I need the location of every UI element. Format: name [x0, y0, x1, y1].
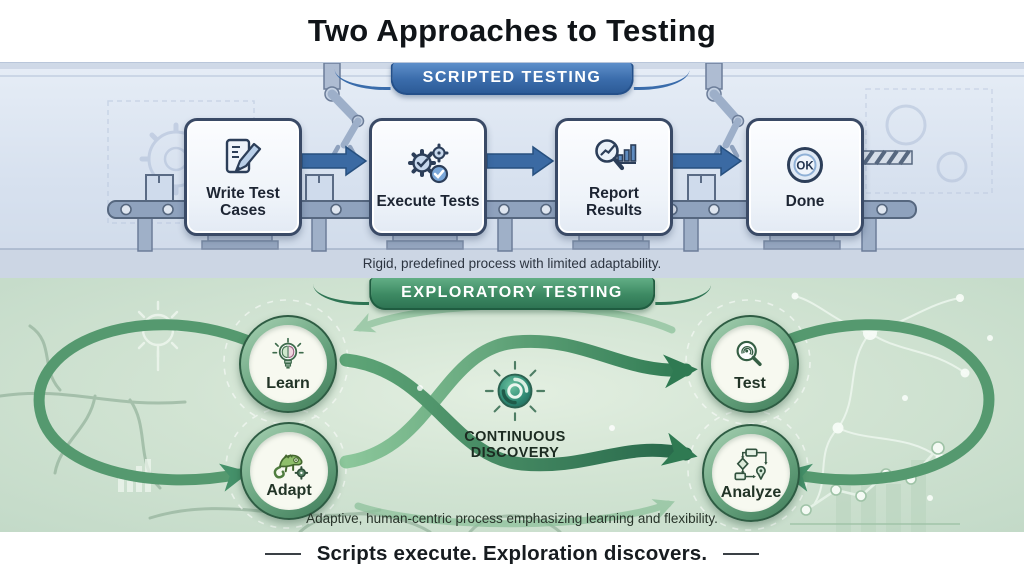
- scripted-banner-label: SCRIPTED TESTING: [422, 69, 602, 86]
- continuous-discovery-center: CONTINUOUS DISCOVERY: [437, 360, 593, 461]
- footer-band: Scripts execute. Exploration discovers.: [0, 532, 1024, 576]
- exploratory-testing-section: EXPLORATORY TESTING Learn: [0, 278, 1024, 533]
- radar-pulse-icon: [484, 360, 546, 422]
- ok-badge-label: OK: [796, 161, 814, 173]
- neural-network-sketch: [794, 295, 966, 504]
- node-label: Learn: [266, 374, 310, 392]
- node-inner: Learn: [249, 325, 327, 403]
- footer-tagline: Scripts execute. Exploration discovers.: [316, 542, 708, 565]
- blueprint-gear-sketch-icon: [865, 88, 993, 194]
- scripted-testing-banner: SCRIPTED TESTING: [334, 63, 689, 95]
- node-label: Test: [734, 374, 766, 392]
- exploratory-banner-label: EXPLORATORY TESTING: [401, 284, 623, 301]
- step-card-done: OK Done: [746, 118, 864, 236]
- robot-arm-icon: [705, 63, 745, 159]
- continuous-discovery-label: CONTINUOUS DISCOVERY: [464, 429, 566, 462]
- magnifier-bars-icon: [595, 138, 637, 170]
- step-label: Report Results: [586, 184, 642, 219]
- step-card-report-results: Report Results: [555, 118, 673, 236]
- node-analyze: Analyze: [702, 424, 800, 522]
- exploratory-testing-banner: EXPLORATORY TESTING: [313, 278, 711, 310]
- node-learn: Learn: [239, 315, 337, 413]
- lightbulb-brain-icon: [272, 337, 304, 369]
- node-label: Adapt: [266, 481, 312, 499]
- factory-background-illustration: [0, 63, 1024, 278]
- magnifier-fingerprint-icon: [736, 340, 762, 366]
- step-label: Done: [785, 193, 825, 211]
- gears-check-icon: [408, 143, 449, 184]
- package-box-icon: [145, 174, 716, 202]
- chameleon-gear-icon: [273, 453, 309, 480]
- node-test: Test: [701, 315, 799, 413]
- step-card-write-test-cases: Write Test Cases: [184, 118, 302, 236]
- scripted-testing-section: SCRIPTED TESTING Write Test Cases: [0, 62, 1024, 279]
- step-card-execute-tests: Execute Tests: [369, 118, 487, 236]
- page-title: Two Approaches to Testing: [307, 13, 717, 48]
- node-inner: Adapt: [250, 432, 328, 510]
- hazard-stripe: [859, 149, 913, 166]
- step-label: Write Test Cases: [206, 184, 280, 219]
- flowchart-pin-icon: [734, 447, 768, 480]
- node-label: Analyze: [720, 483, 782, 501]
- node-adapt: Adapt: [240, 422, 338, 520]
- scripted-caption: Rigid, predefined process with limited a…: [362, 256, 662, 271]
- exploratory-caption: Adaptive, human-centric process emphasiz…: [306, 511, 718, 526]
- notepad-pencil-icon: [225, 138, 262, 173]
- factory-floor: [0, 249, 1024, 278]
- ok-badge-icon: OK: [787, 147, 823, 184]
- footer-right-dash: [723, 553, 760, 555]
- node-inner: Analyze: [712, 434, 790, 512]
- node-inner: Test: [711, 325, 789, 403]
- title-band: Two Approaches to Testing: [0, 0, 1024, 62]
- lightbulb-sketch-icon: [130, 300, 186, 372]
- footer-left-dash: [264, 553, 301, 555]
- step-label: Execute Tests: [376, 193, 480, 211]
- flow-arrow-right-icon: [301, 145, 743, 177]
